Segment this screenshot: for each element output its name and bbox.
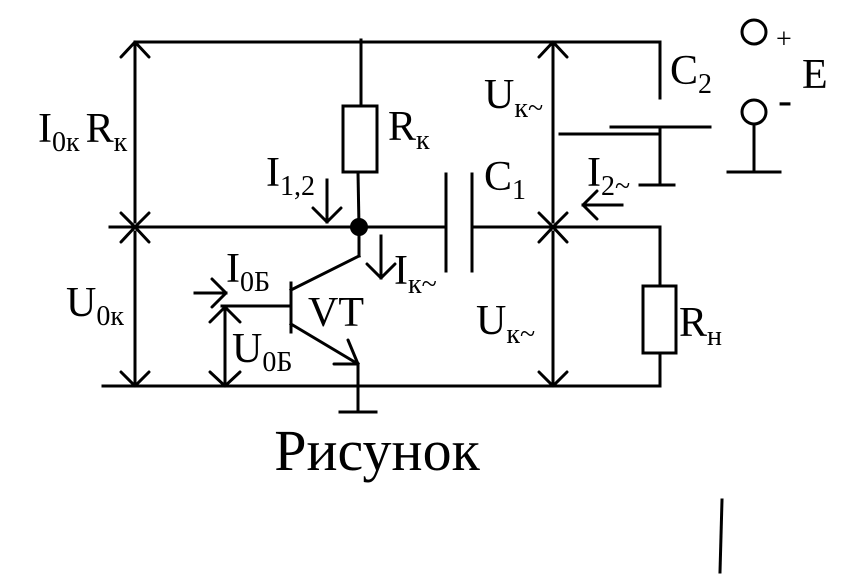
- supply-terminals: [726, 18, 782, 174]
- vt-label: VT: [308, 290, 364, 336]
- uk-bottom-label: Uк~: [476, 298, 535, 350]
- rk-label: Rк: [388, 104, 430, 156]
- c1-label: C1: [484, 154, 526, 206]
- vt-transistor: [220, 253, 378, 414]
- stray-line: [718, 498, 724, 574]
- rn-resistor: [641, 284, 678, 355]
- plus-terminal: [740, 18, 768, 46]
- minus-label: -: [778, 78, 792, 124]
- u0b-label: U0Б: [232, 326, 292, 378]
- wires: [101, 38, 676, 388]
- i2-label: I2~: [587, 150, 630, 202]
- rk-resistor: [341, 104, 379, 174]
- emitter-leg: [288, 321, 361, 367]
- collector-leg: [288, 253, 362, 293]
- u0k-label: U0к: [66, 280, 124, 332]
- minus-terminal: [740, 98, 768, 126]
- e-label: E: [802, 52, 828, 98]
- i0b-label: I0Б: [226, 246, 270, 298]
- ik-label: Iк~: [394, 248, 437, 300]
- i12-label: I1,2: [266, 150, 315, 202]
- c2-label: C2: [670, 48, 712, 100]
- c1-capacitor: [444, 172, 474, 273]
- c2-capacitor: [609, 96, 712, 129]
- voltage-arrows: [119, 40, 569, 388]
- collector-junction-dot: [350, 218, 368, 236]
- figure-caption: Рисунок: [274, 418, 480, 483]
- plus-label: +: [776, 24, 792, 55]
- current-arrows: [193, 178, 624, 309]
- uk-top-label: Uк~: [484, 72, 543, 124]
- rn-label: Rн: [679, 300, 722, 352]
- rk-bottom-lead: [356, 170, 361, 229]
